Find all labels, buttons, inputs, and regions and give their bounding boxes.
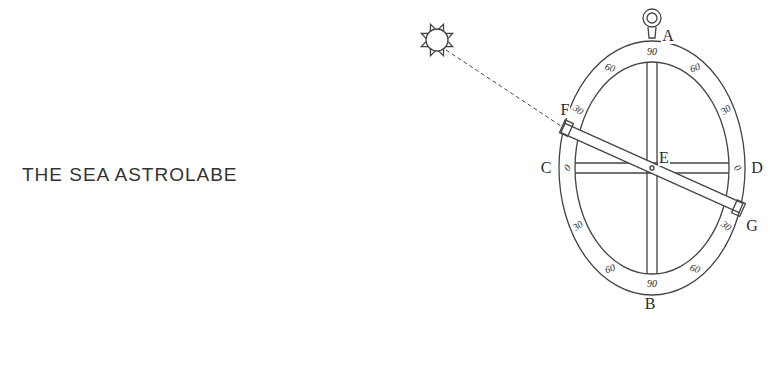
scale-number: 30: [718, 102, 734, 117]
scale-number: 0: [731, 162, 743, 174]
scale-number: 60: [687, 61, 702, 74]
point-letter: D: [750, 160, 764, 176]
title: THE SEA ASTROLABE: [22, 165, 238, 184]
point-letter: E: [658, 150, 670, 166]
scale-number: 60: [687, 262, 702, 275]
scale-number: 30: [571, 102, 587, 117]
scale-number: 30: [718, 218, 734, 233]
outer-ring: [559, 41, 745, 295]
sun-ray: [446, 33, 453, 38]
point-letter: A: [661, 28, 675, 44]
scale-number: 90: [646, 47, 658, 57]
scale-number: 60: [602, 61, 617, 74]
suspension-ring-inner: [647, 13, 657, 23]
sun-ray: [439, 24, 444, 31]
sun-ray: [430, 24, 435, 31]
sun-rays: [421, 24, 452, 55]
sun-ray: [421, 33, 428, 38]
sun-ray: [439, 49, 444, 56]
pivot: [650, 166, 654, 170]
shackle: [648, 27, 656, 38]
alidade-sight: [731, 200, 745, 216]
scale-number: 60: [602, 262, 617, 275]
point-letter: B: [644, 296, 657, 312]
sun: [426, 29, 448, 51]
scale-number: 90: [646, 279, 658, 289]
alidade: [561, 123, 743, 212]
alidade-sight: [559, 120, 573, 136]
point-letter: G: [745, 218, 759, 234]
point-letter: C: [540, 160, 553, 176]
scale-number: 30: [571, 218, 587, 233]
scale-number: 0: [561, 162, 573, 174]
suspension-ring: [643, 9, 661, 27]
sun-ray: [430, 49, 435, 56]
sun-ray: [421, 42, 428, 47]
point-letter: F: [560, 102, 571, 118]
sight-line: [446, 50, 561, 126]
sun-ray: [446, 42, 453, 47]
